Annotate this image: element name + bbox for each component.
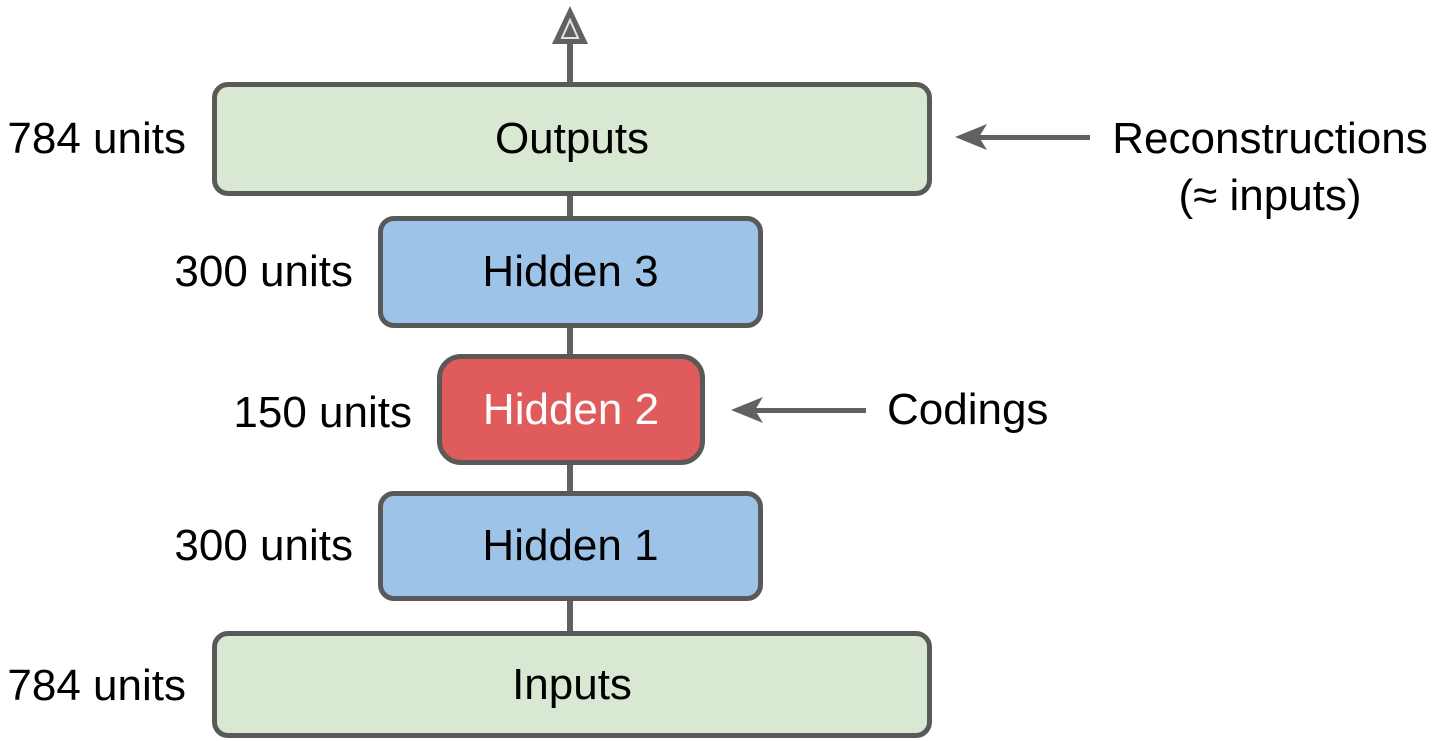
layer-box-inputs: Inputs (212, 631, 932, 738)
units-label-outputs: 784 units (7, 114, 186, 163)
reconstructions-arrow-icon (955, 124, 1090, 150)
codings-annotation: Codings (887, 385, 1049, 434)
layer-box-hidden2: Hidden 2 (437, 354, 705, 465)
layer-label-hidden1: Hidden 1 (482, 521, 659, 570)
layer-label-inputs: Inputs (512, 659, 632, 709)
units-label-hidden3: 300 units (174, 247, 353, 296)
up-arrow-icon (552, 6, 588, 44)
layer-label-hidden3: Hidden 3 (482, 247, 659, 296)
reconstructions-line1: Reconstructions (1112, 114, 1428, 163)
reconstructions-line2: (≈ inputs) (1178, 171, 1362, 220)
units-label-hidden2: 150 units (233, 388, 412, 437)
up-arrow-inner-outline (560, 17, 580, 39)
reconstructions-annotation: Reconstructions (≈ inputs) (1100, 110, 1440, 224)
layer-box-hidden3: Hidden 3 (378, 216, 763, 328)
layer-label-outputs: Outputs (494, 114, 650, 163)
layer-box-outputs: Outputs (212, 82, 932, 196)
layer-box-hidden1: Hidden 1 (378, 491, 763, 601)
codings-arrow-icon (731, 397, 866, 423)
units-label-hidden1: 300 units (174, 521, 353, 570)
layer-label-hidden2: Hidden 2 (482, 384, 660, 434)
units-label-inputs: 784 units (7, 661, 186, 710)
